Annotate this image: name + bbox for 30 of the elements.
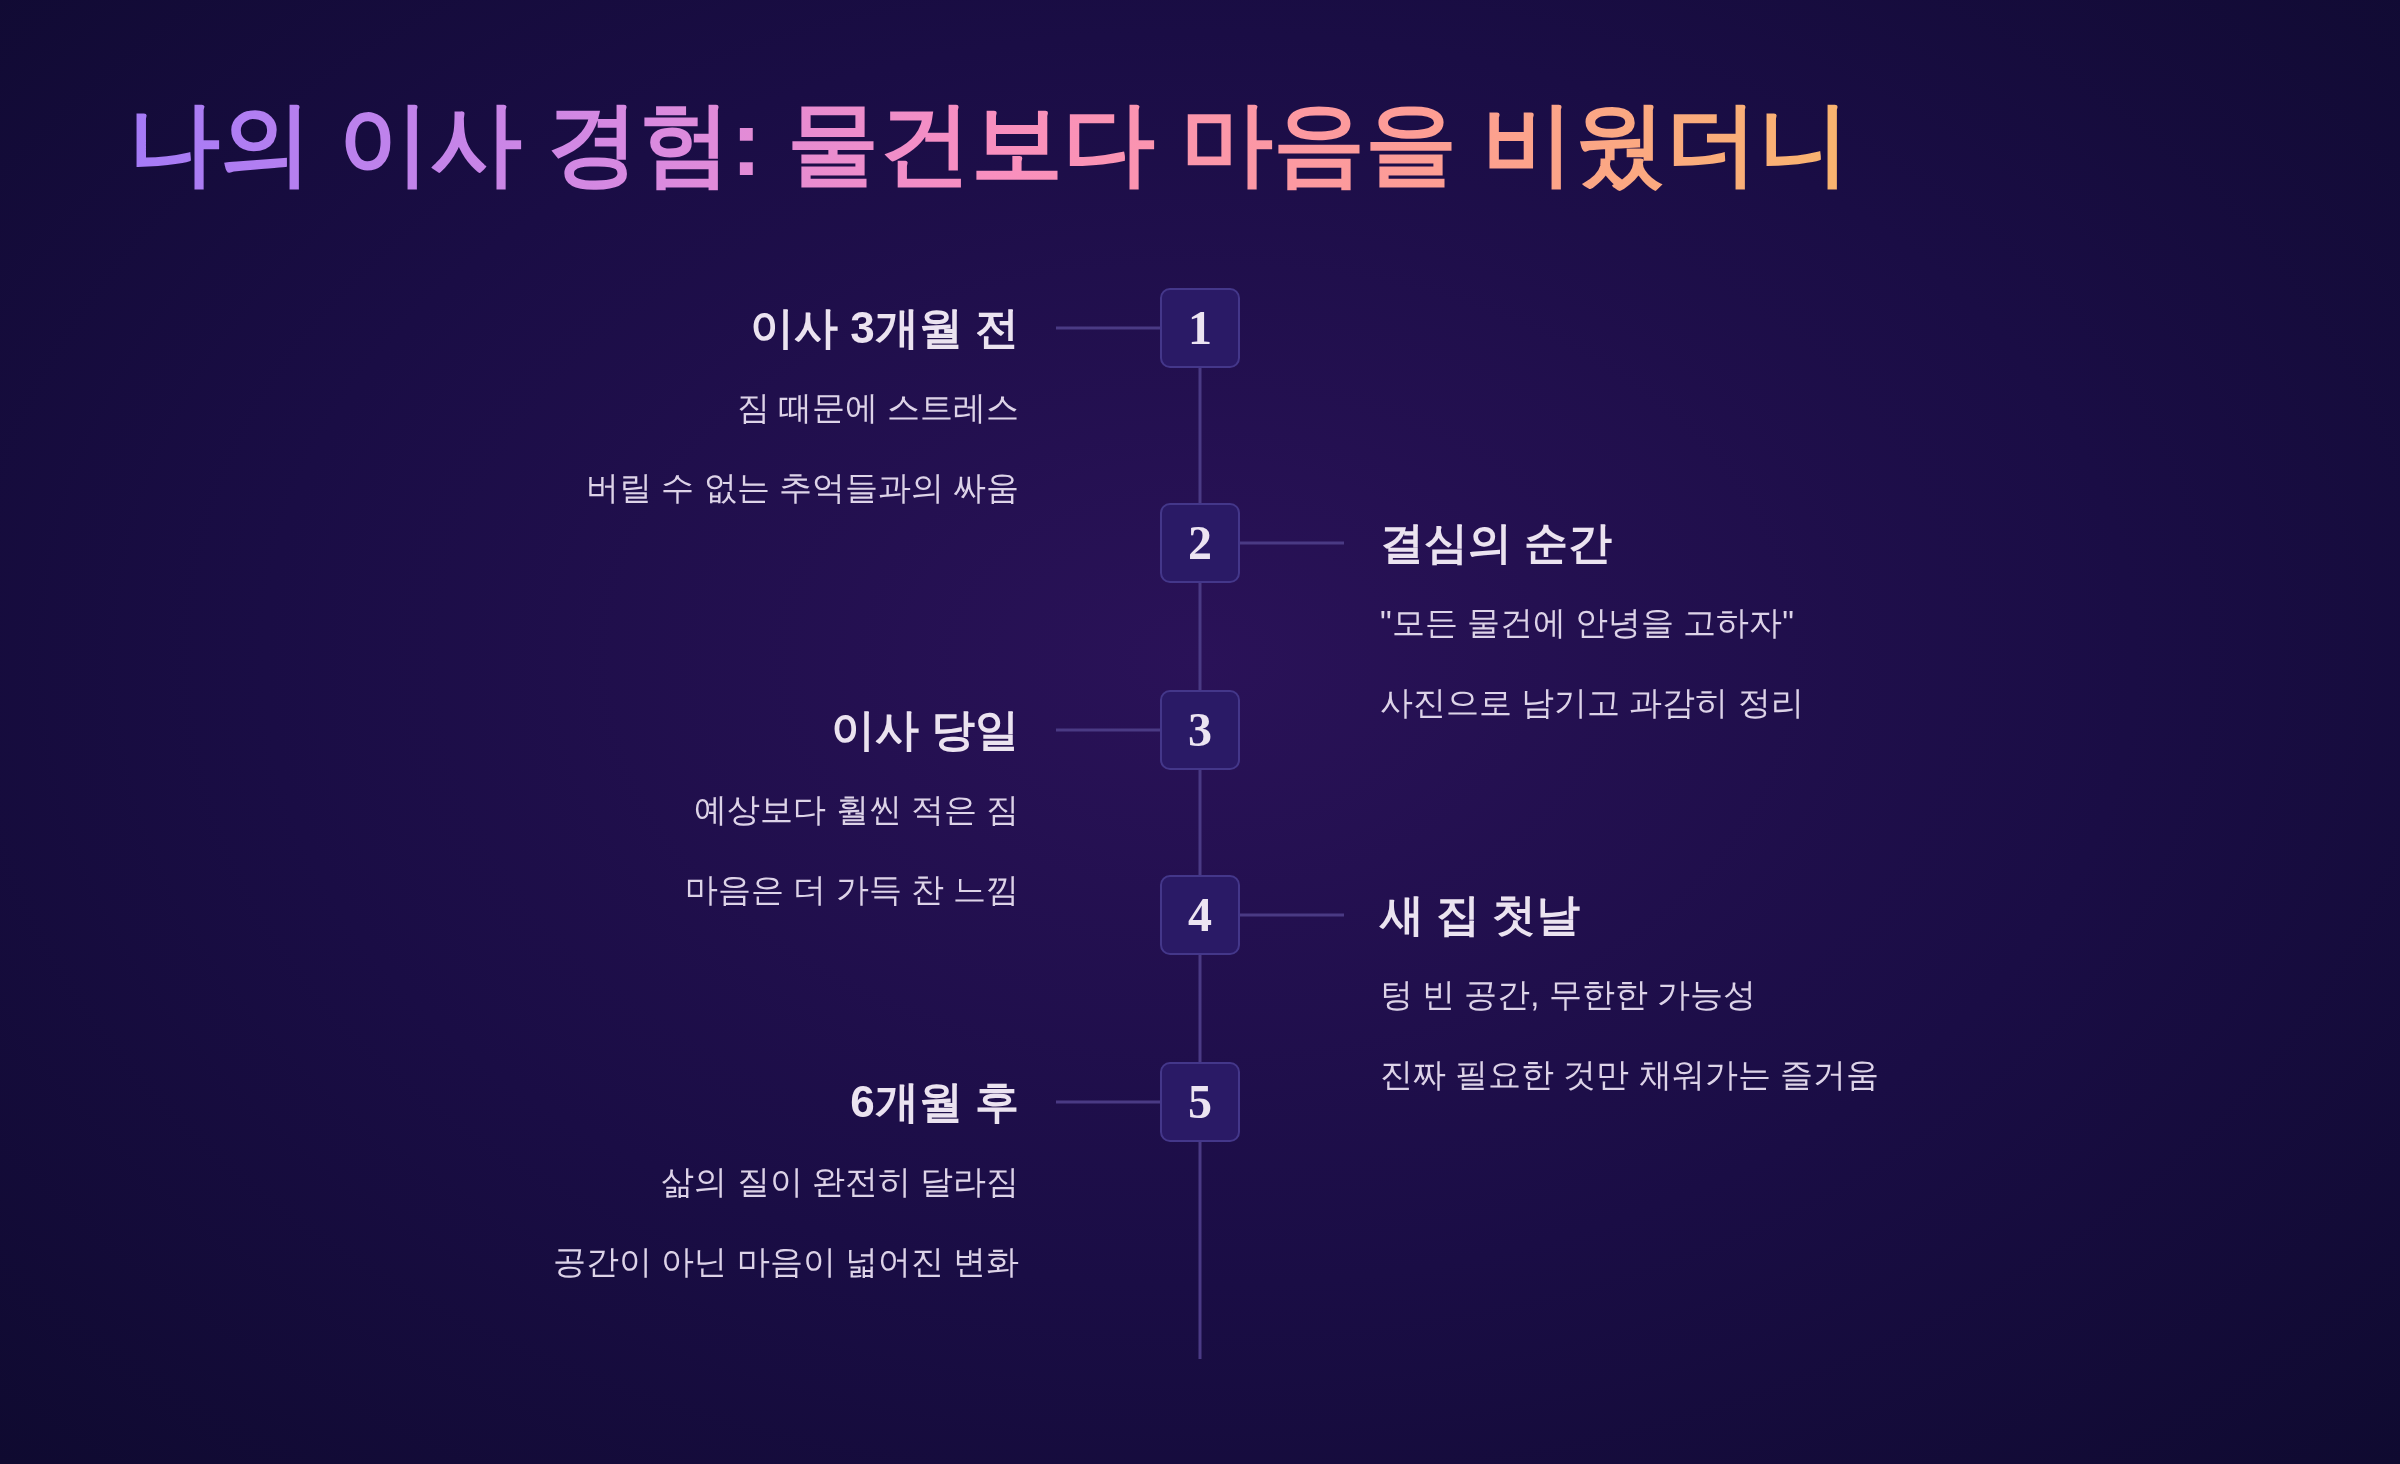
milestone-heading: 이사 3개월 전 (750, 302, 1019, 354)
connector-line (1056, 728, 1160, 732)
milestone-heading: 새 집 첫날 (1380, 889, 1581, 941)
milestone-note: 공간이 아닌 마음이 넓어진 변화 (553, 1242, 1019, 1283)
milestone-note: 삶의 질이 완전히 달라짐 (661, 1162, 1019, 1203)
milestone-note: "모든 물건에 안녕을 고하자" (1380, 603, 1794, 644)
milestone-note: 마음은 더 가득 찬 느낌 (685, 870, 1019, 911)
milestone-note: 예상보다 훨씬 적은 짐 (694, 790, 1019, 831)
milestone-note: 진짜 필요한 것만 채워가는 즐거움 (1380, 1055, 1879, 1096)
milestone-heading: 이사 당일 (830, 704, 1019, 756)
connector-line (1056, 1100, 1160, 1104)
milestone-heading: 6개월 후 (850, 1076, 1019, 1128)
milestone-heading: 결심의 순간 (1380, 517, 1613, 569)
connector-line (1198, 1142, 1202, 1359)
connector-line (1056, 326, 1160, 330)
milestone-note: 사진으로 남기고 과감히 정리 (1380, 683, 1804, 724)
milestone-note: 짐 때문에 스트레스 (736, 388, 1019, 429)
connector-line (1198, 770, 1202, 875)
step-number-box: 3 (1160, 690, 1240, 770)
step-number-box: 5 (1160, 1062, 1240, 1142)
milestone-note: 텅 빈 공간, 무한한 가능성 (1380, 975, 1756, 1016)
connector-line (1198, 583, 1202, 690)
milestone-note: 버릴 수 없는 추억들과의 싸움 (586, 468, 1019, 509)
connector-line (1198, 955, 1202, 1062)
step-number-box: 2 (1160, 503, 1240, 583)
step-number-box: 4 (1160, 875, 1240, 955)
connector-line (1240, 913, 1344, 917)
connector-line (1240, 541, 1344, 545)
step-number-box: 1 (1160, 288, 1240, 368)
connector-line (1198, 368, 1202, 503)
